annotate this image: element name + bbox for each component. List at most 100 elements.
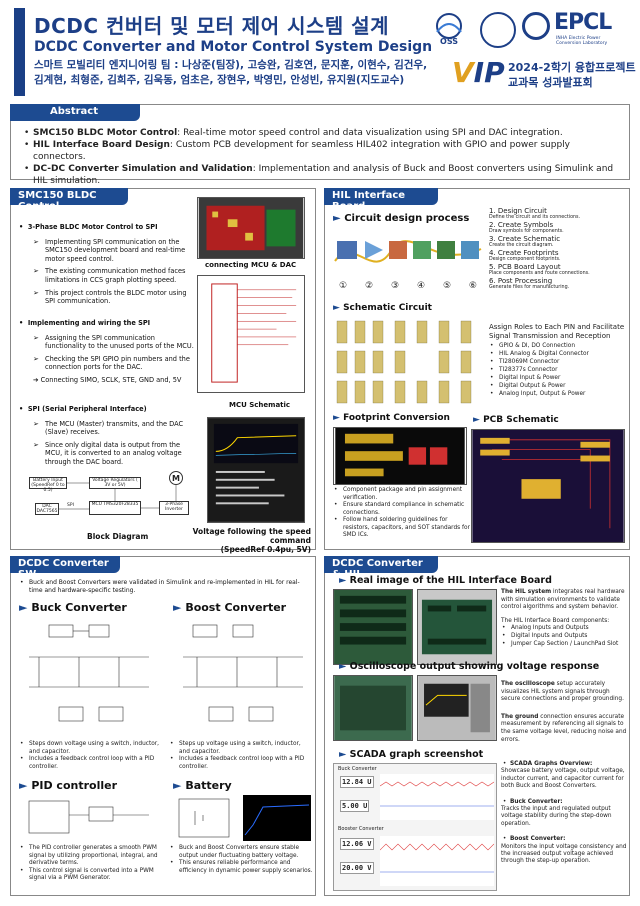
list-item: Analog Input, Output & Power xyxy=(489,390,627,398)
speed-command-oscilloscope xyxy=(207,417,305,523)
boost-notes: Steps up voltage using a switch, inducto… xyxy=(169,741,313,771)
boost-heading: ► Boost Converter xyxy=(173,601,287,614)
pcb-schematic-heading: ► PCB Schematic xyxy=(473,415,559,425)
scada-heading: ► SCADA graph screenshot xyxy=(339,749,484,760)
scada-buck-graph xyxy=(380,774,494,820)
dcdc-hil-panel: DCDC Converter & HIL ► Real image of the… xyxy=(324,556,630,896)
scada-value: 12.84 U xyxy=(340,776,374,788)
list-item: The MCU (Master) transmits, and the DAC … xyxy=(33,420,195,437)
voltage-regulator-block: Voltage Regulators ( 3V or 5V) xyxy=(89,477,141,489)
smc150-section3: • SPI (Serial Peripheral Interface) The … xyxy=(19,405,195,471)
footprint-heading: ► Footprint Conversion xyxy=(333,413,450,423)
scada-boost-label: Booster Converter xyxy=(338,826,384,832)
step-number: ⑥ xyxy=(468,281,477,291)
oscilloscope-photo-1 xyxy=(333,675,413,741)
components-heading: The HIL Interface Board components: xyxy=(501,617,610,624)
dcdc-sw-title: DCDC Converter SW xyxy=(10,556,120,580)
circuit-process-icons xyxy=(334,240,482,263)
dac-block: DAC DAC7565 xyxy=(35,503,59,515)
abstract-item: SMC150 BLDC Motor Control: Real-time mot… xyxy=(23,127,623,139)
mcu-dac-photo xyxy=(197,197,305,259)
battery-model-image xyxy=(178,795,311,841)
header-accent-bar xyxy=(14,8,25,96)
pcb-layout-image xyxy=(471,429,625,543)
list-item: HIL Analog & Digital Connector xyxy=(489,350,627,358)
oscilloscope-heading: ► Oscilloscope output showing voltage re… xyxy=(339,661,600,672)
list-item: Buck and Boost Converters ensure stable … xyxy=(169,845,313,860)
list-item: The existing communication method faces … xyxy=(33,267,195,284)
spi-label: SPI xyxy=(67,503,74,508)
hil-system-description: The HIL system integrates real hardware … xyxy=(501,589,627,648)
section-heading: • 3-Phase BLDC Motor Control to SPI xyxy=(19,223,158,231)
smc150-section1: • 3-Phase BLDC Motor Control to SPI Impl… xyxy=(19,223,195,310)
list-item: Jumper Cap Section / LaunchPad Slot xyxy=(501,641,627,649)
block-diagram: Battery Input (SpeedRef 0 to 0.5) Voltag… xyxy=(29,471,199,527)
smc150-section2: • Implementing and wiring the SPI Assign… xyxy=(19,319,195,385)
boost-simulink-model xyxy=(183,624,303,722)
list-item: Digital Output & Power xyxy=(489,382,627,390)
list-item: Steps down voltage using a switch, induc… xyxy=(19,741,171,756)
dcdc-sw-intro: Buck and Boost Converters were validated… xyxy=(19,579,311,595)
circuit-design-heading: ► Circuit design process xyxy=(333,213,470,224)
section-heading: • Implementing and wiring the SPI xyxy=(19,319,151,327)
list-item: Steps up voltage using a switch, inducto… xyxy=(169,741,313,756)
list-item: This project controls the BLDC motor usi… xyxy=(33,289,195,306)
buck-simulink-model xyxy=(29,624,149,722)
section-heading: • SPI (Serial Peripheral Interface) xyxy=(19,405,147,413)
battery-heading: ► Battery xyxy=(173,779,232,792)
real-image-heading: ► Real image of the HIL Interface Board xyxy=(339,575,552,586)
scada-buck-label: Buck Converter xyxy=(338,766,377,772)
abstract-panel: Abstract SMC150 BLDC Motor Control: Real… xyxy=(10,104,630,186)
abstract-title: Abstract xyxy=(10,104,140,121)
pin-assign-block: Assign Roles to Each PIN and Facilitate … xyxy=(489,323,627,398)
list-item: GPIO & DI, DO Connection xyxy=(489,342,627,350)
list-item: The PID controller generates a smooth PW… xyxy=(19,845,171,868)
mcu-schematic-image xyxy=(197,275,305,393)
abstract-item: HIL Interface Board Design: Custom PCB d… xyxy=(23,139,623,163)
dcdc-hil-title: DCDC Converter & HIL xyxy=(324,556,438,580)
battery-block: Battery Input (SpeedRef 0 to 0.5) xyxy=(29,477,67,493)
list-item: Digital Input & Power xyxy=(489,374,627,382)
inverter-block: 3-Phase Inverter xyxy=(159,501,189,515)
list-item: Assigning the SPI communication function… xyxy=(33,334,195,351)
list-item: Implementing SPI communication on the SM… xyxy=(33,238,195,264)
title-english: DCDC Converter and Motor Control System … xyxy=(34,39,433,55)
scada-value: 5.00 U xyxy=(340,800,370,812)
list-item: Analog Inputs and Outputs xyxy=(501,625,627,633)
circuit-step-numbers: ① ② ③ ④ ⑤ ⑥ xyxy=(333,281,483,291)
step-number: ② xyxy=(364,281,374,291)
list-item: This ensures reliable performance and ef… xyxy=(169,860,313,875)
inha-university-seal xyxy=(480,12,516,48)
mcu-block: MCU TMS320F28335 xyxy=(89,501,141,515)
buck-notes: Steps down voltage using a switch, induc… xyxy=(19,741,171,771)
oss-logo: OSS xyxy=(436,13,462,46)
footprint-notes: Component package and pin assignment ver… xyxy=(333,487,471,540)
block-diagram-wires xyxy=(59,482,177,510)
pid-model-image xyxy=(28,800,149,834)
oscilloscope-description: The oscilloscope setup accurately visual… xyxy=(501,681,627,743)
pid-notes: The PID controller generates a smooth PW… xyxy=(19,845,171,883)
poster-header: DCDC 컨버터 및 모터 제어 시스템 설계 DCDC Converter a… xyxy=(0,0,640,98)
smc150-panel: SMC150 BLDC Control connecting MCU & DAC… xyxy=(10,188,316,554)
list-item: TI28377s Connector xyxy=(489,366,627,374)
scada-notes: • SCADA Graphs Overview: Showcase batter… xyxy=(501,761,627,865)
scada-boost-graph xyxy=(380,836,494,886)
abstract-list: SMC150 BLDC Motor Control: Real-time mot… xyxy=(23,127,623,187)
list-item: Includes a feedback control loop with a … xyxy=(169,756,313,771)
vip-logo: VIP xyxy=(452,56,505,89)
wiring-note: ➔ Connecting SIMO, SCLK, STE, GND and, 5… xyxy=(33,375,182,384)
list-item: Digital Inputs and Outputs xyxy=(501,633,627,641)
oscilloscope-photo-2 xyxy=(417,675,497,741)
list-item: Ensure standard compliance in schematic … xyxy=(333,502,471,517)
hil-board-panel: HIL Interface Board ► Circuit design pro… xyxy=(324,188,630,550)
scada-value: 20.00 V xyxy=(340,862,374,874)
hil-board-photo-1 xyxy=(333,589,413,665)
step-number: ⑤ xyxy=(442,281,452,291)
